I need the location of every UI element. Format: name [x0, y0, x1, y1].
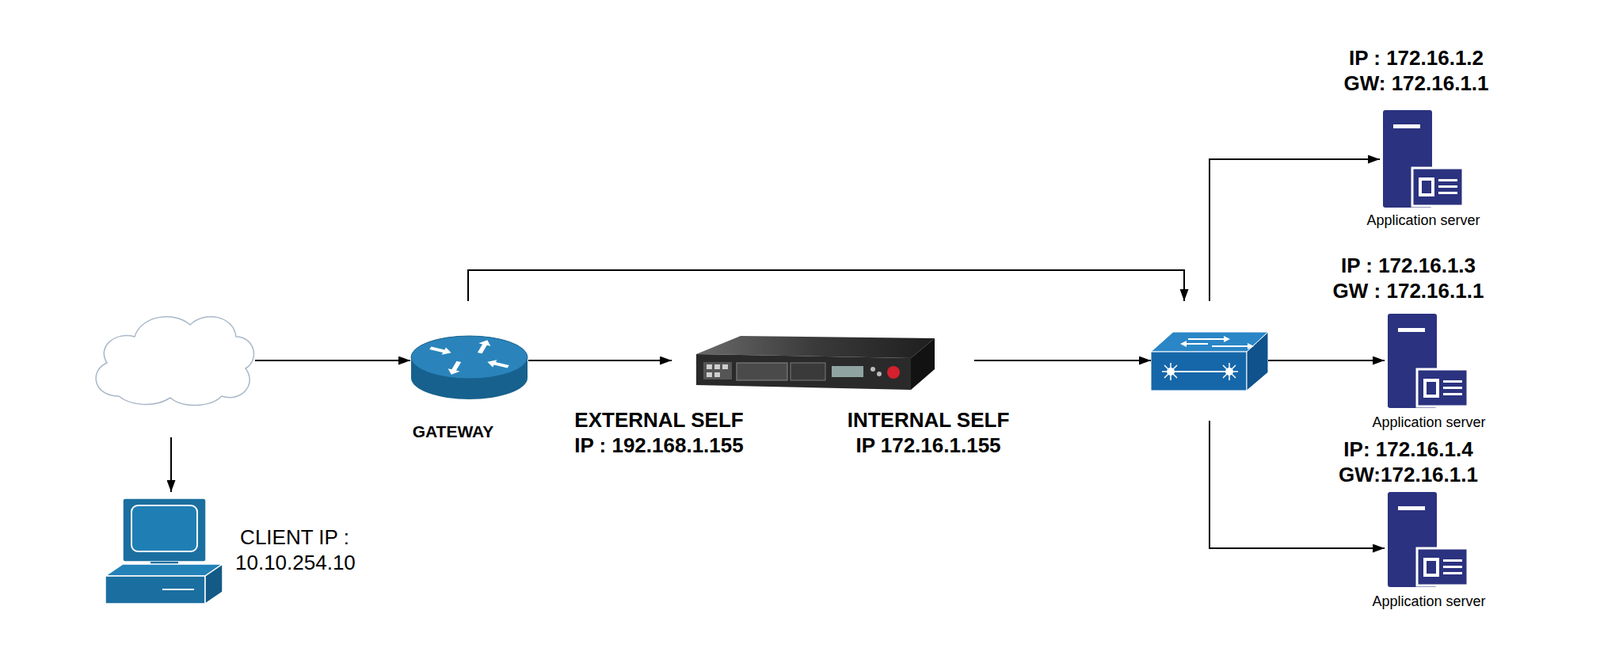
server-line: [1438, 191, 1458, 195]
switch-icon: [1150, 331, 1269, 391]
node-label: GATEWAY: [397, 421, 509, 442]
router-arrow: [428, 344, 454, 357]
server-line: [1438, 185, 1458, 188]
appliance-button: [876, 371, 882, 377]
server-panel: [1417, 548, 1468, 586]
switch-front: [1150, 351, 1247, 391]
server-icon: [1387, 491, 1468, 587]
server-icon: [1382, 110, 1463, 208]
appliance-ports: [790, 362, 826, 381]
load-balancer-appliance: [696, 335, 935, 390]
server-tower: [1382, 110, 1433, 208]
router-arrow: [473, 339, 494, 355]
appliance-port: [714, 364, 720, 370]
server-line: [1443, 392, 1463, 396]
node-label: IP : 172.16.1.3 GW : 172.16.1.1: [1323, 252, 1494, 305]
client-pc-icon: [105, 498, 223, 604]
server-line: [1443, 380, 1463, 383]
appliance-top: [696, 335, 935, 359]
pc-base-top: [105, 563, 223, 576]
client-node: CLIENT IP : 10.10.254.10: [105, 491, 223, 605]
server-line: [1438, 179, 1458, 182]
switch-arrow: [1211, 342, 1254, 350]
server-tower: [1387, 491, 1437, 587]
server-tower: [1387, 313, 1437, 408]
node-label: IP : 172.16.1.2 GW: 172.16.1.1: [1331, 45, 1502, 97]
node-label: IP: 172.16.1.4 GW:172.16.1.1: [1323, 436, 1494, 488]
router-top: [411, 335, 528, 379]
node-label: Application server: [1353, 592, 1505, 611]
switch-link: [1170, 370, 1230, 373]
server-window-inner: [1421, 180, 1432, 194]
appliance-port: [722, 364, 728, 370]
connector-arrow: [468, 270, 1185, 301]
pc-base-front: [105, 575, 206, 604]
server-line: [1443, 559, 1463, 562]
connector-arrow: [170, 437, 172, 492]
server-window: [1423, 557, 1440, 577]
switch-arrow: [1180, 340, 1208, 347]
switch-rays: [1161, 362, 1239, 381]
node-label: CLIENT IP : 10.10.254.10: [235, 524, 355, 576]
appliance-logo: [887, 365, 900, 379]
server-icon: [1387, 313, 1468, 408]
internet-cloud: [95, 316, 254, 406]
connector-arrow: [974, 359, 1151, 362]
server-node: IP : 172.16.1.2 GW: 172.16.1.1Applicatio…: [1379, 110, 1470, 208]
switch-arrow: [1188, 335, 1231, 343]
server-window-inner: [1426, 560, 1437, 574]
appliance-port: [706, 372, 713, 378]
router-arrow: [485, 358, 511, 370]
switch-side: [1246, 331, 1269, 391]
server-window-inner: [1426, 381, 1437, 395]
server-slot: [1398, 506, 1425, 511]
server-panel: [1412, 167, 1463, 206]
server-window: [1423, 378, 1440, 398]
pc-monitor: [122, 498, 206, 562]
appliance-port: [714, 372, 720, 378]
pc-base-side: [205, 563, 223, 604]
router-arrow: [445, 360, 465, 377]
appliance-ports: [736, 362, 788, 381]
gateway-node: GATEWAY: [410, 300, 529, 400]
connector-arrow: [1268, 359, 1385, 362]
appliance-ports: [703, 361, 732, 380]
node-label: INTERNAL SELF IP 172.16.1.155: [838, 407, 1019, 459]
server-slot: [1393, 124, 1421, 129]
pc-screen: [131, 505, 198, 552]
server-line: [1443, 571, 1463, 575]
appliance-lcd: [831, 365, 864, 378]
cloud-node: [89, 311, 256, 438]
router-arrows: [428, 339, 511, 377]
load-balancer-node: EXTERNAL SELF IP : 192.168.1.155INTERNAL…: [671, 335, 975, 390]
appliance-button: [870, 366, 876, 372]
router-icon: [411, 335, 528, 400]
server-window: [1418, 177, 1435, 197]
server-slot: [1398, 327, 1425, 332]
switch-node: [1150, 300, 1269, 421]
appliance-port: [706, 364, 713, 370]
pc-drive-slot: [162, 588, 195, 591]
node-label: Application server: [1353, 413, 1505, 432]
appliance-front: [696, 354, 911, 390]
server-line: [1443, 386, 1463, 389]
appliance-side: [910, 338, 935, 390]
server-node: IP: 172.16.1.4 GW:172.16.1.1Application …: [1384, 491, 1472, 587]
connector-arrow: [528, 359, 672, 362]
node-label: EXTERNAL SELF IP : 192.168.1.155: [568, 407, 750, 459]
server-panel: [1417, 369, 1468, 407]
connector-arrow: [255, 359, 411, 362]
node-label: Application server: [1348, 211, 1499, 230]
server-line: [1443, 565, 1463, 568]
server-node: IP : 172.16.1.3 GW : 172.16.1.1Applicati…: [1384, 313, 1472, 408]
